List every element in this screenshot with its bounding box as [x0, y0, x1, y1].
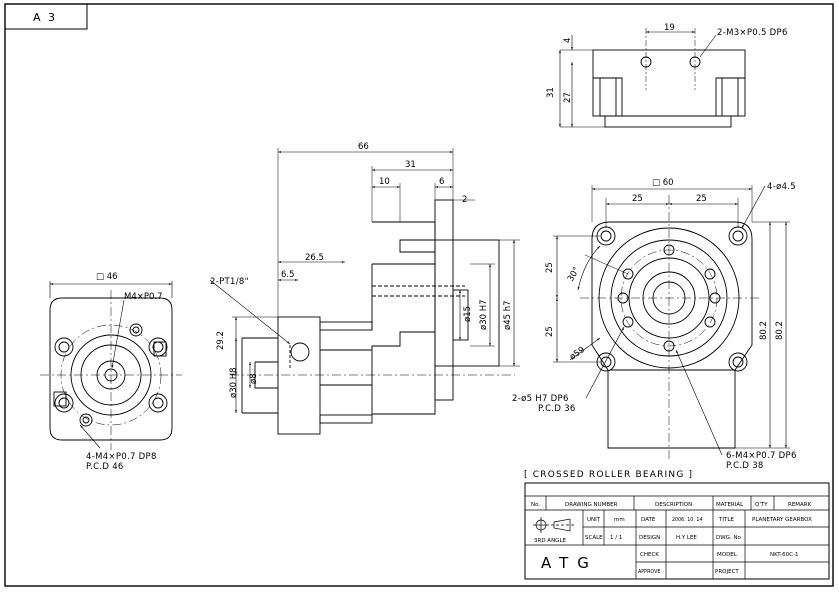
left-thread-note: M4×P0.7 [124, 292, 163, 302]
dim-80-2-b: 80.2 [775, 321, 785, 340]
dim-dia8: ø8 [249, 373, 259, 384]
tb-approve-label: APPROVE [638, 569, 660, 575]
dim-dia15: ø15 [463, 306, 473, 322]
top-view [559, 28, 746, 128]
top-note: 2-M3×P0.5 DP6 [717, 28, 788, 38]
tb-dwg-label: DWG. No [716, 535, 742, 541]
pcd-59: ø59 [568, 345, 587, 362]
sheet-border [4, 3, 834, 587]
tb-check-label: CHECK [640, 552, 659, 558]
tb-design-label: DESIGN [639, 535, 660, 541]
tb-material-header: MATERIAL [716, 502, 744, 508]
tb-date-value: 2006. 10. 14 [672, 517, 703, 523]
tb-title-label: TITLE [718, 517, 734, 523]
tb-description-header: DESCRIPTION [655, 502, 692, 508]
hole-note: 4-ø4.5 [767, 182, 796, 192]
tb-scale-value: 1 / 1 [610, 535, 622, 541]
tb-unit-label: UNIT [587, 517, 601, 523]
dim-dia45h7: ø45 h7 [503, 300, 513, 330]
left-square-dim: □ 46 [96, 272, 118, 282]
dim-19: 19 [664, 23, 675, 33]
tb-model-label: MODEL [717, 552, 738, 558]
dim-31-top: 31 [546, 87, 556, 98]
dim-25-c: 25 [545, 262, 555, 273]
tb-model-value: NKT-60C-1 [770, 552, 798, 558]
dim-25-a: 25 [632, 194, 643, 204]
dim-80-2-a: 80.2 [759, 321, 769, 340]
sheet-size-box [4, 3, 88, 30]
tb-drawing-number-header: DRAWING NUMBER [565, 502, 618, 508]
dim-4: 4 [563, 38, 573, 43]
sheet-size-label: A 3 [33, 11, 57, 24]
dim-10: 10 [379, 177, 390, 187]
dim-26-5: 26.5 [305, 253, 324, 263]
tb-no-header: No. [531, 502, 540, 508]
tb-title-value: PLANETARY GEARBOX [752, 517, 812, 523]
tb-unit-value: mm [614, 517, 625, 523]
dim-29-2: 29.2 [216, 331, 226, 350]
dim-66: 66 [358, 142, 369, 152]
tb-remark-header: REMARK [788, 502, 812, 508]
pin-note: 2-ø5 H7 DP6 [512, 394, 569, 404]
pt-note: 2-PT1/8" [210, 277, 249, 287]
left-flange-view [40, 281, 182, 450]
tb-project-label: PROJECT [715, 569, 739, 575]
company-logo-text: ATG [541, 554, 598, 572]
section-title: [ CROSSED ROLLER BEARING ] [524, 470, 693, 480]
dim-27: 27 [563, 92, 573, 103]
dim-6: 6 [439, 177, 444, 187]
left-pcd-note: P.C.D 46 [86, 462, 124, 472]
tap-pcd-note: P.C.D 38 [726, 461, 764, 471]
left-hole-note: 4-M4×P0.7 DP8 [86, 452, 157, 462]
dim-dia30h8: ø30 H8 [229, 367, 239, 398]
tap-note: 6-M4×P0.7 DP6 [726, 451, 797, 461]
tb-scale-label: SCALE [585, 535, 603, 541]
front-square-dim: □ 60 [652, 178, 674, 188]
tb-projection: 3RD ANGLE [534, 538, 567, 544]
dim-25-b: 25 [696, 194, 707, 204]
dim-2: 2 [462, 195, 467, 205]
tb-qty-header: Q'TY [755, 502, 768, 508]
dim-6-5: 6.5 [281, 270, 295, 280]
tb-date-label: DATE [641, 517, 656, 523]
dim-31-side: 31 [405, 160, 416, 170]
front-flange-view [553, 185, 790, 460]
title-block [524, 482, 830, 580]
angle-30: 30° [566, 265, 582, 283]
dim-dia30h7: ø30 H7 [479, 299, 489, 330]
dim-25-d: 25 [545, 326, 555, 337]
side-profile-view [209, 148, 520, 435]
tb-design-value: H.Y LEE [676, 535, 697, 541]
pin-pcd-note: P.C.D 36 [538, 404, 576, 414]
